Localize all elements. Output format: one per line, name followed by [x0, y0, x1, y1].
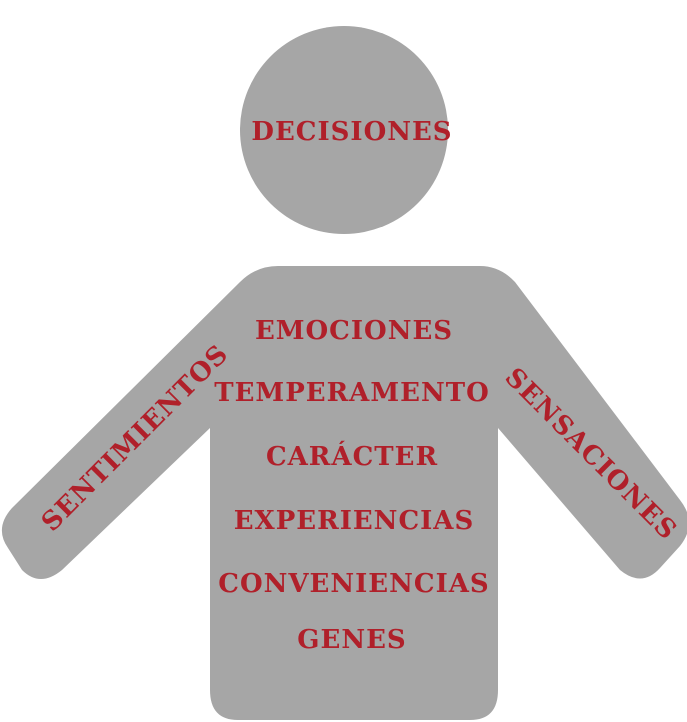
torso-label-conveniencias: CONVENIENCIAS	[218, 569, 489, 599]
head-label: DECISIONES	[251, 117, 452, 147]
left-arm-label: SENTIMIENTOS	[36, 339, 235, 538]
body-shape	[2, 266, 687, 720]
head-shape	[240, 26, 448, 234]
torso-label-emociones: EMOCIONES	[255, 316, 453, 346]
torso-label-experiencias: EXPERIENCIAS	[234, 506, 475, 536]
torso-label-caracter: CARÁCTER	[266, 440, 438, 472]
torso-label-genes: GENES	[297, 625, 406, 655]
torso-label-temperamento: TEMPERAMENTO	[214, 378, 489, 408]
